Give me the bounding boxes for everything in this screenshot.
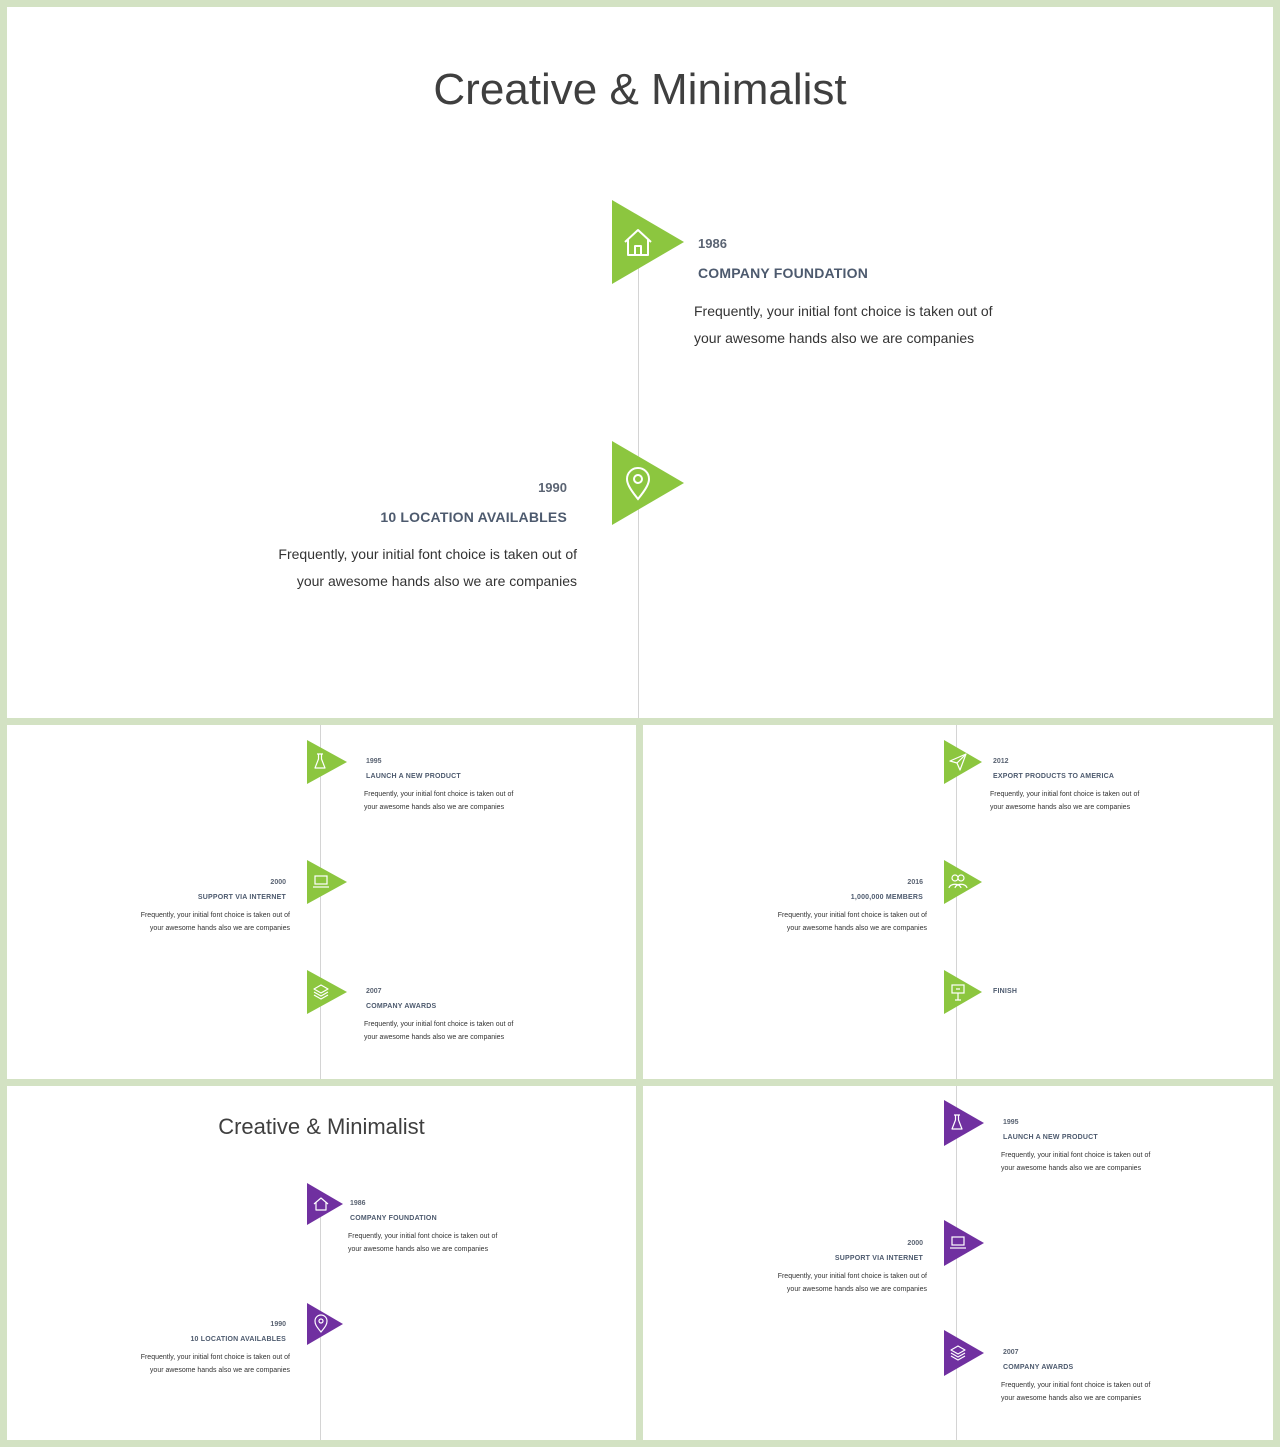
event-heading: 1,000,000 MEMBERS (850, 894, 923, 901)
event-description-line-2: your awesome hands also we are companies (786, 925, 927, 932)
signboard-icon (951, 984, 965, 1001)
event-year: 2000 (907, 1240, 923, 1247)
timeline-marker-flask (944, 1100, 984, 1146)
event-year: 1990 (270, 1321, 286, 1328)
event-description-line-2: your awesome hands also we are companies (149, 925, 290, 932)
laptop-icon (950, 1236, 966, 1249)
event-description-line-1: Frequently, your initial font choice is … (990, 791, 1140, 798)
flask-icon (951, 1114, 963, 1130)
timeline-marker-flask (307, 740, 347, 784)
event-heading: SUPPORT VIA INTERNET (197, 894, 286, 901)
event-description-line-1: Frequently, your initial font choice is … (777, 1273, 927, 1280)
timeline-marker-home (307, 1183, 343, 1225)
event-description-line-2: your awesome hands also we are companies (1001, 1165, 1142, 1172)
timeline-marker-home (612, 200, 684, 284)
event-description-line-1: Frequently, your initial font choice is … (140, 912, 290, 919)
event-heading: COMPANY FOUNDATION (698, 265, 869, 281)
event-year: 1990 (538, 480, 567, 495)
event-heading: COMPANY FOUNDATION (350, 1215, 437, 1222)
event-year: 2007 (366, 988, 382, 995)
event-heading: LAUNCH A NEW PRODUCT (1003, 1134, 1098, 1141)
flask-icon (314, 753, 326, 769)
event-description-line-1: Frequently, your initial font choice is … (777, 912, 927, 919)
event-description-line-2: your awesome hands also we are companies (364, 804, 505, 811)
event-year: 2007 (1003, 1349, 1019, 1356)
event-year: 1995 (366, 758, 382, 765)
timeline-marker-paper-plane (944, 740, 982, 784)
slide-title: Creative & Minimalist (433, 65, 847, 114)
timeline-line (956, 725, 957, 1079)
event-year: 2000 (270, 879, 286, 886)
event-heading: SUPPORT VIA INTERNET (834, 1255, 923, 1262)
home-icon (624, 229, 652, 256)
layers-icon (313, 984, 329, 1000)
event-heading: 10 LOCATION AVAILABLES (190, 1336, 286, 1343)
slide-1-timeline: Creative & Minimalist 1986 COMPANY FOUND… (7, 7, 1273, 718)
event-heading: COMPANY AWARDS (1003, 1364, 1074, 1371)
slide-5-timeline: 1995 LAUNCH A NEW PRODUCT Frequently, yo… (643, 1086, 1273, 1440)
event-description-line-1: Frequently, your initial font choice is … (278, 546, 577, 562)
event-year: 1986 (698, 236, 727, 251)
event-description-line-1: Frequently, your initial font choice is … (364, 791, 514, 798)
event-description-line-2: your awesome hands also we are companies (786, 1286, 927, 1293)
event-description-line-2: your awesome hands also we are companies (364, 1034, 505, 1041)
users-icon (948, 874, 968, 889)
home-icon (313, 1197, 329, 1211)
event-description-line-1: Frequently, your initial font choice is … (1001, 1382, 1151, 1389)
timeline-line (320, 725, 321, 1079)
timeline-marker-location (307, 1303, 343, 1345)
event-heading: COMPANY AWARDS (366, 1003, 437, 1010)
event-description-line-1: Frequently, your initial font choice is … (1001, 1152, 1151, 1159)
timeline-line (956, 1086, 957, 1440)
laptop-icon (313, 875, 329, 888)
event-description-line-1: Frequently, your initial font choice is … (348, 1233, 498, 1240)
timeline-marker-layers (307, 970, 347, 1014)
event-description-line-1: Frequently, your initial font choice is … (364, 1021, 514, 1028)
event-description-line-2: your awesome hands also we are companies (296, 573, 577, 589)
timeline-marker-signboard (944, 970, 982, 1014)
event-description-line-2: your awesome hands also we are companies (1001, 1395, 1142, 1402)
location-pin-icon (625, 467, 651, 501)
slide-title: Creative & Minimalist (218, 1114, 425, 1139)
event-heading: LAUNCH A NEW PRODUCT (366, 773, 461, 780)
event-year: 2012 (993, 758, 1009, 765)
event-year: 2016 (907, 879, 923, 886)
event-heading: EXPORT PRODUCTS TO AMERICA (993, 773, 1115, 780)
timeline-marker-location (612, 441, 684, 525)
slide-2-timeline: 1995 LAUNCH A NEW PRODUCT Frequently, yo… (7, 725, 636, 1079)
timeline-marker-layers (944, 1330, 984, 1376)
event-description-line-2: your awesome hands also we are companies (348, 1246, 489, 1253)
event-year: 1986 (350, 1200, 366, 1207)
paper-plane-icon (949, 753, 967, 771)
event-description-line-2: your awesome hands also we are companies (694, 330, 975, 346)
event-description-line-1: Frequently, your initial font choice is … (140, 1354, 290, 1361)
event-year: 1995 (1003, 1119, 1019, 1126)
location-pin-icon (314, 1314, 328, 1333)
timeline-marker-laptop (307, 860, 347, 904)
event-heading: 10 LOCATION AVAILABLES (380, 509, 567, 525)
layers-icon (950, 1345, 966, 1361)
timeline-marker-laptop (944, 1220, 984, 1266)
event-description-line-2: your awesome hands also we are companies (990, 804, 1131, 811)
timeline-marker-users (944, 860, 982, 904)
slide-3-timeline: 2012 EXPORT PRODUCTS TO AMERICA Frequent… (643, 725, 1273, 1079)
slide-4-timeline: Creative & Minimalist 1986 COMPANY FOUND… (7, 1086, 636, 1440)
event-description-line-2: your awesome hands also we are companies (149, 1367, 290, 1374)
event-heading: FINISH (993, 988, 1018, 995)
event-description-line-1: Frequently, your initial font choice is … (694, 303, 993, 319)
